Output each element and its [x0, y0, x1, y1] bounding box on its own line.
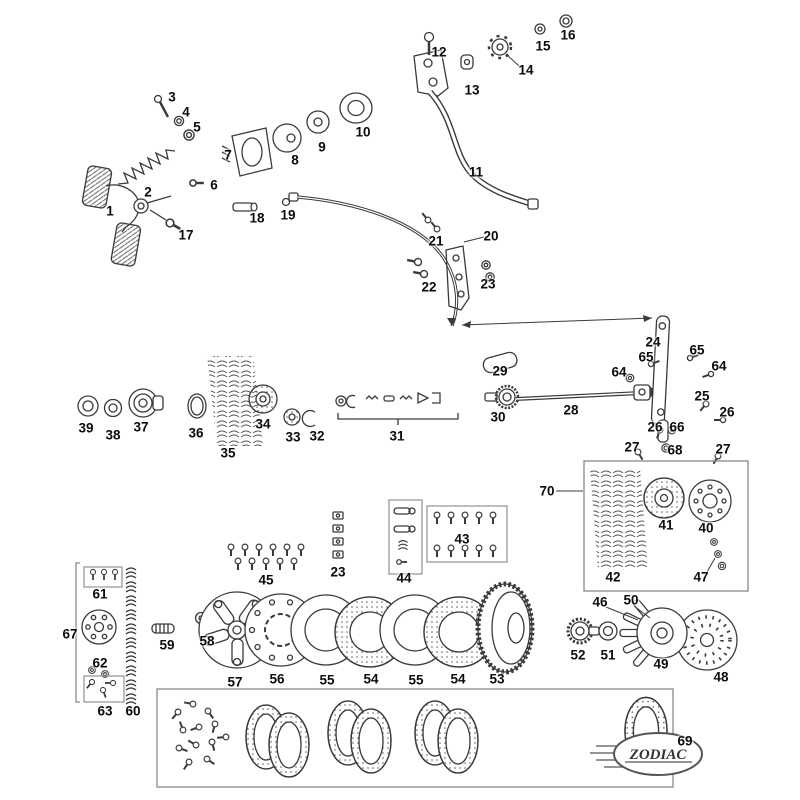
gasket-kit-box: [156, 688, 674, 788]
zodiac-logo-text: ZODIAC: [629, 747, 688, 763]
spring-kit-box: [583, 460, 749, 592]
hardware-kits: [227, 499, 508, 575]
clutch-pack-assembly: [198, 581, 618, 675]
left-parts-column: [75, 562, 219, 705]
release-bearing-assembly: [77, 351, 520, 446]
pushrod-assembly: [515, 384, 654, 401]
release-lever-assembly: [625, 315, 727, 467]
brake-rod-assembly: [413, 14, 573, 210]
brake-cable-assembly: [288, 192, 653, 328]
zodiac-logo: ZODIAC: [590, 732, 703, 776]
brake-pedal-assembly: [81, 92, 373, 267]
hub-assembly: [619, 599, 738, 671]
